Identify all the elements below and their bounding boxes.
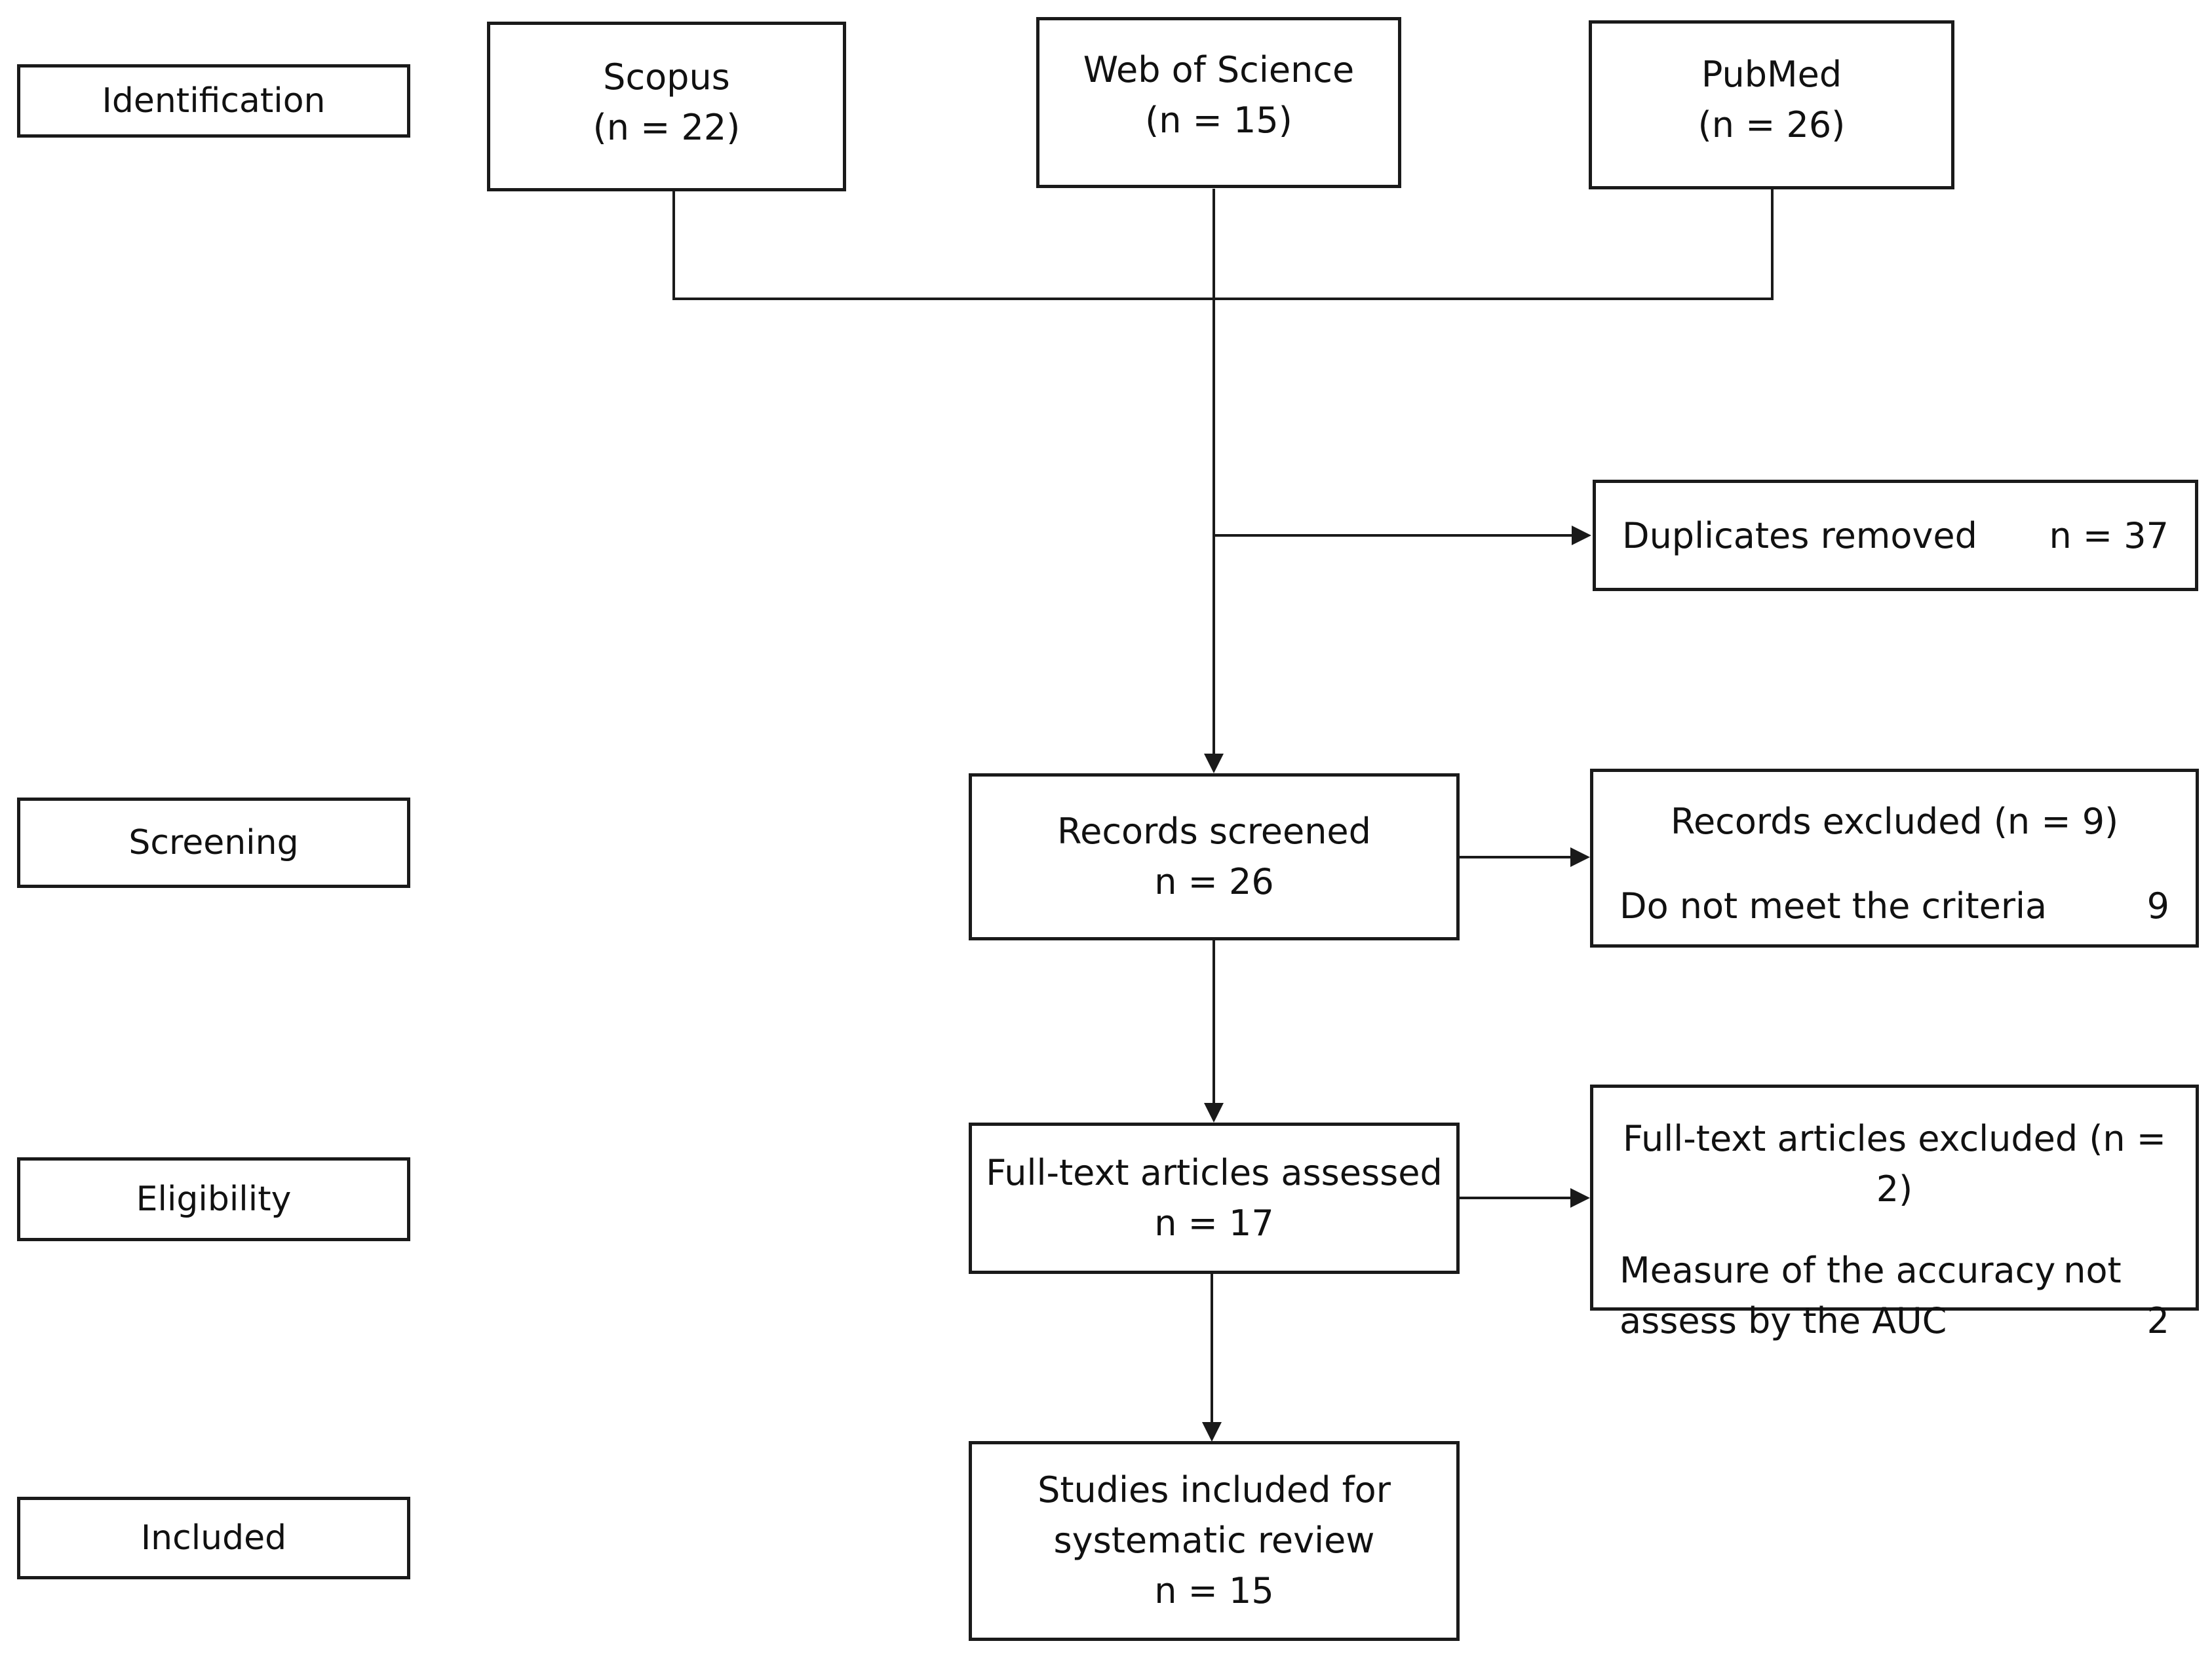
stage-screening: Screening — [17, 798, 410, 888]
records-excluded-reason: Do not meet the criteria — [1620, 885, 2047, 927]
source-count: (n = 22) — [592, 106, 741, 148]
arrow-to-records-excluded — [1570, 847, 1590, 867]
source-count: (n = 26) — [1698, 104, 1846, 145]
source-name: Web of Science — [1083, 49, 1355, 90]
source-count: (n = 15) — [1145, 99, 1292, 141]
duplicates-removed-box: Duplicates removed n = 37 — [1593, 480, 2198, 591]
stage-identification-label: Identification — [102, 81, 326, 121]
fulltext-excluded-reason-line1: Measure of the accuracy — [1620, 1250, 2056, 1292]
duplicates-label: Duplicates removed — [1622, 514, 1977, 556]
fulltext-assessed-label: Full-text articles assessed — [986, 1151, 1443, 1193]
records-excluded-box: Records excluded (n = 9) Do not meet the… — [1590, 769, 2199, 948]
fulltext-assessed-box: Full-text articles assessed n = 17 — [969, 1123, 1460, 1274]
studies-included-count: n = 15 — [1154, 1569, 1274, 1611]
records-excluded-count: 9 — [2146, 885, 2169, 927]
fulltext-excluded-title: Full-text articles excluded (n = 2) — [1622, 1118, 2167, 1210]
source-box-pubmed: PubMed (n = 26) — [1589, 20, 1954, 189]
source-name: Scopus — [603, 56, 730, 98]
studies-included-line2: systematic review — [1053, 1520, 1375, 1562]
source-name: PubMed — [1701, 54, 1842, 95]
arrow-to-duplicates — [1572, 526, 1591, 545]
stage-identification: Identification — [17, 64, 410, 138]
arrow-to-screened — [1204, 754, 1224, 773]
studies-included-box: Studies included for systematic review n… — [969, 1441, 1460, 1641]
fulltext-excluded-count: 2 — [2146, 1300, 2169, 1342]
fulltext-excluded-box: Full-text articles excluded (n = 2) Meas… — [1590, 1085, 2199, 1341]
source-box-scopus: Scopus (n = 22) — [487, 22, 846, 191]
studies-included-line1: Studies included for — [1038, 1469, 1391, 1511]
fulltext-excluded-reason-line1b: not — [2063, 1250, 2122, 1292]
arrow-to-included — [1202, 1422, 1222, 1442]
records-excluded-title: Records excluded (n = 9) — [1670, 801, 2119, 842]
fulltext-assessed-count: n = 17 — [1154, 1202, 1274, 1244]
stage-eligibility-label: Eligibility — [136, 1180, 292, 1219]
duplicates-count: n = 37 — [2049, 514, 2169, 556]
fulltext-excluded-reason-line2: assess by the AUC — [1620, 1300, 1947, 1342]
stage-included: Included — [17, 1497, 410, 1579]
records-screened-count: n = 26 — [1154, 860, 1274, 902]
records-screened-label: Records screened — [1057, 810, 1371, 852]
arrow-to-fulltext-excluded — [1570, 1188, 1590, 1208]
stage-screening-label: Screening — [128, 823, 299, 862]
arrow-to-assessed — [1204, 1103, 1224, 1123]
stage-eligibility: Eligibility — [17, 1157, 410, 1241]
stage-included-label: Included — [140, 1518, 287, 1558]
source-box-web-of-science: Web of Science (n = 15) — [1036, 17, 1401, 188]
records-screened-box: Records screened n = 26 — [969, 773, 1460, 940]
